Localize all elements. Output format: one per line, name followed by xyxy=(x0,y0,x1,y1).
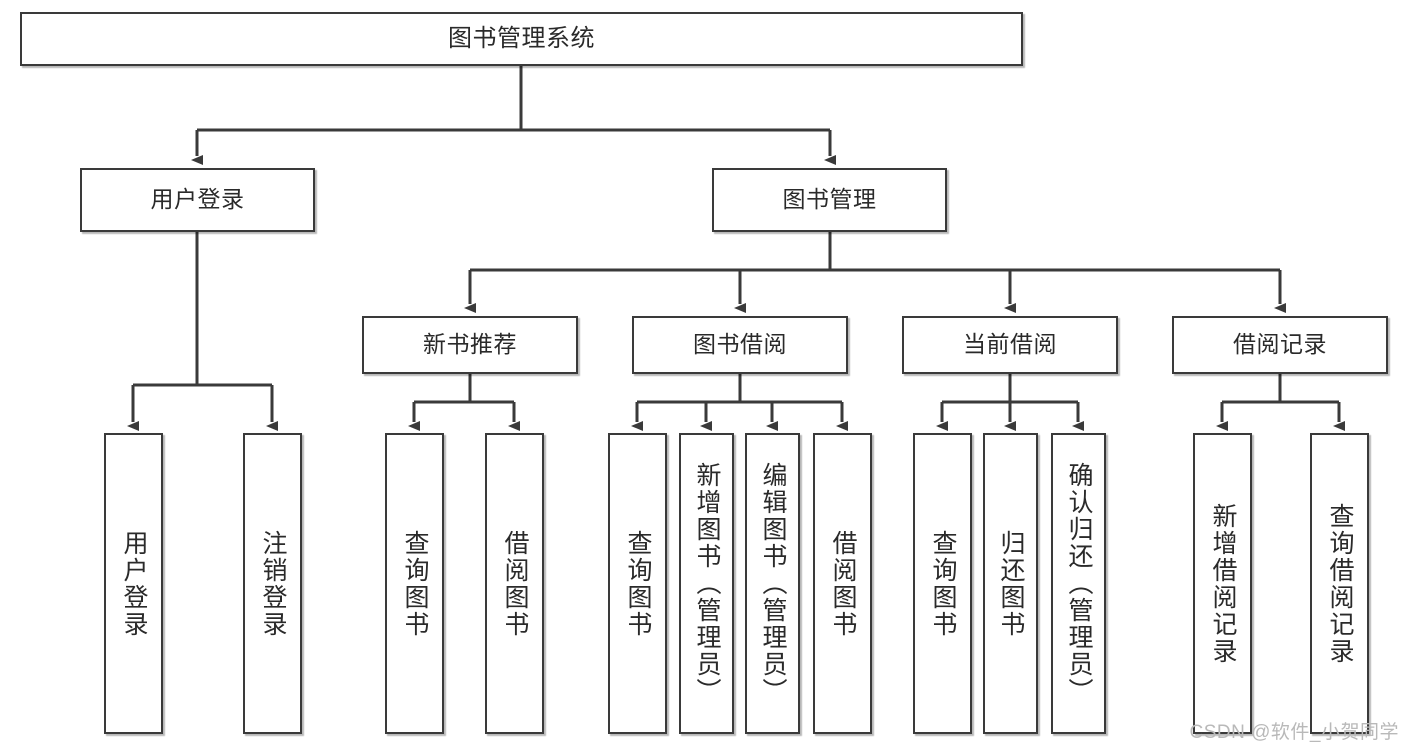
node-label: 图书借阅 xyxy=(693,331,787,358)
node-leaf-borrow-book-1[interactable]: 借阅图书 xyxy=(485,433,544,734)
node-leaf-confirm-return[interactable]: 确认归还（管理员） xyxy=(1051,433,1106,734)
node-leaf-query-book-1[interactable]: 查询图书 xyxy=(385,433,444,734)
node-current-borrow[interactable]: 当前借阅 xyxy=(902,316,1118,374)
node-label: 查询图书 xyxy=(624,529,652,638)
node-label: 编辑图书（管理员） xyxy=(759,462,787,705)
node-label: 借阅记录 xyxy=(1233,331,1327,358)
node-label: 用户登录 xyxy=(120,529,148,638)
node-leaf-borrow-book-2[interactable]: 借阅图书 xyxy=(813,433,872,734)
node-leaf-query-book-3[interactable]: 查询图书 xyxy=(913,433,972,734)
node-label: 查询借阅记录 xyxy=(1326,502,1354,665)
node-label: 注销登录 xyxy=(259,529,287,638)
node-label: 借阅图书 xyxy=(829,529,857,638)
node-borrow-record[interactable]: 借阅记录 xyxy=(1172,316,1388,374)
node-label: 用户登录 xyxy=(150,186,245,213)
node-label: 当前借阅 xyxy=(963,331,1057,358)
node-label: 图书管理系统 xyxy=(448,24,595,52)
node-root-system[interactable]: 图书管理系统 xyxy=(20,12,1023,66)
node-new-book-rec[interactable]: 新书推荐 xyxy=(362,316,578,374)
node-leaf-add-book[interactable]: 新增图书（管理员） xyxy=(679,433,734,734)
node-label: 新书推荐 xyxy=(423,331,517,358)
node-leaf-add-record[interactable]: 新增借阅记录 xyxy=(1193,433,1252,734)
node-label: 确认归还（管理员） xyxy=(1065,462,1093,705)
node-leaf-return-book[interactable]: 归还图书 xyxy=(983,433,1038,734)
node-label: 查询图书 xyxy=(929,529,957,638)
node-leaf-logout[interactable]: 注销登录 xyxy=(243,433,302,734)
node-book-manage[interactable]: 图书管理 xyxy=(712,168,947,232)
node-label: 借阅图书 xyxy=(501,529,529,638)
node-label: 图书管理 xyxy=(782,186,877,213)
node-leaf-user-login[interactable]: 用户登录 xyxy=(104,433,163,734)
node-book-borrow[interactable]: 图书借阅 xyxy=(632,316,848,374)
node-leaf-edit-book[interactable]: 编辑图书（管理员） xyxy=(745,433,800,734)
node-user-login[interactable]: 用户登录 xyxy=(80,168,315,232)
csdn-watermark: CSDN @软件_小贺同学 xyxy=(1189,722,1399,743)
node-label: 新增借阅记录 xyxy=(1209,502,1237,665)
node-leaf-query-book-2[interactable]: 查询图书 xyxy=(608,433,667,734)
node-label: 查询图书 xyxy=(401,529,429,638)
node-label: 归还图书 xyxy=(997,529,1025,638)
node-label: 新增图书（管理员） xyxy=(693,462,721,705)
node-leaf-query-record[interactable]: 查询借阅记录 xyxy=(1310,433,1369,734)
